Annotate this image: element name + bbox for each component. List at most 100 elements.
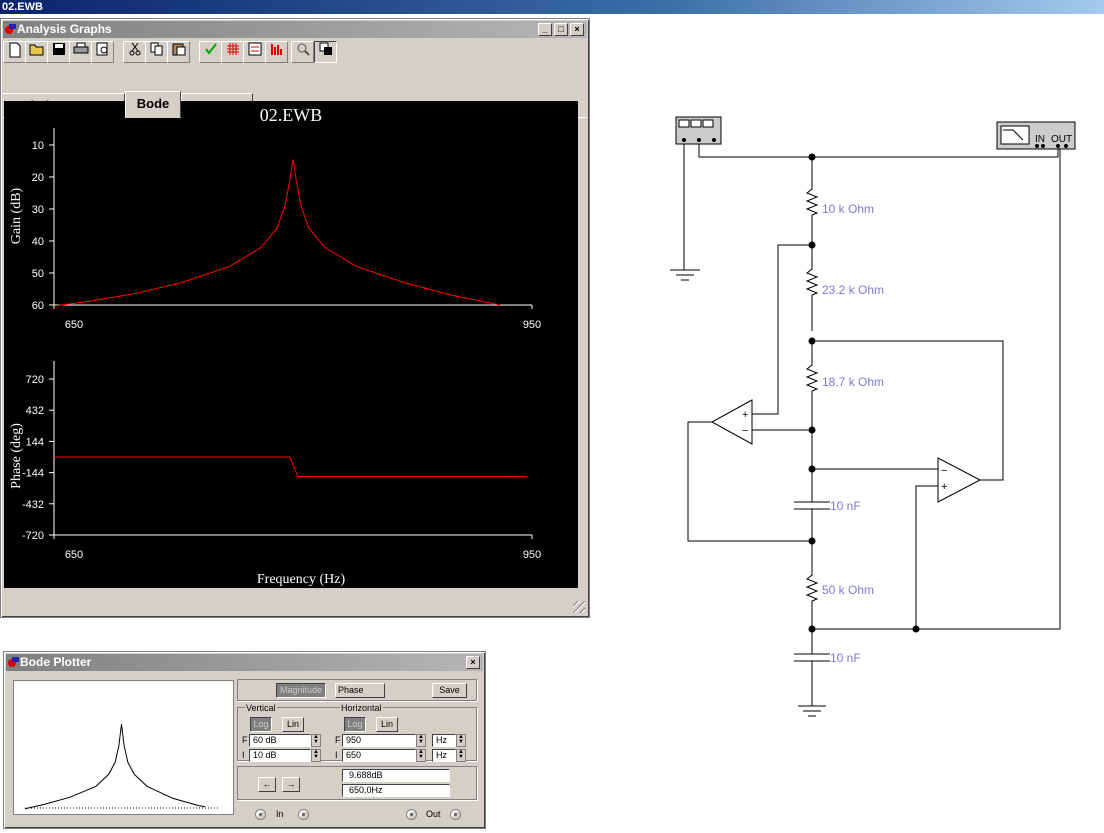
phase-y-tick-label: 720 <box>26 374 44 386</box>
wire <box>812 149 1061 630</box>
frequency-axis-label: Frequency (Hz) <box>257 572 346 587</box>
vertical-initial-field[interactable]: 10 dB <box>249 749 311 762</box>
copy-icon[interactable] <box>145 41 168 63</box>
gain-y-tick-label: 30 <box>32 204 44 216</box>
vertical-final-label: F <box>242 735 248 745</box>
mode-group <box>237 679 477 701</box>
horizontal-initial-spinner[interactable]: ▲▼ <box>416 749 426 762</box>
in-terminal-minus[interactable] <box>298 809 309 820</box>
print-preview-icon[interactable] <box>91 41 114 63</box>
vertical-final-field[interactable]: 60 dB <box>249 734 311 747</box>
toggle-grid-icon[interactable] <box>221 41 244 63</box>
vertical-final-spinner[interactable]: ▲▼ <box>311 734 321 747</box>
function-generator[interactable] <box>675 116 722 145</box>
horizontal-final-spinner[interactable]: ▲▼ <box>416 734 426 747</box>
cut-icon[interactable] <box>123 41 146 63</box>
vertical-initial-label: I <box>242 750 245 760</box>
phase-y-tick-label: -432 <box>22 499 44 511</box>
magnitude-button[interactable]: Magnitude <box>276 683 326 698</box>
reverse-colors-icon[interactable] <box>314 41 337 63</box>
phase-y-tick-label: -144 <box>22 468 44 480</box>
phase-axis-label: Phase (deg) <box>9 423 24 489</box>
horizontal-initial-unit-spinner[interactable]: ▲▼ <box>456 749 466 762</box>
save-button[interactable]: Save <box>432 683 467 698</box>
horizontal-initial-unit[interactable]: Hz <box>432 749 456 762</box>
phase-plot: Phase (deg) Frequency (Hz) 720432144-144… <box>9 361 541 587</box>
wire <box>812 340 1004 481</box>
phase-x-tick-label: 950 <box>523 549 541 561</box>
analysis-graphs-window: Analysis Graphs _ □ × Statistics [Analog… <box>0 18 590 618</box>
horizontal-final-label: F <box>335 735 341 745</box>
phase-trace <box>54 456 528 477</box>
tab-bode[interactable]: Bode <box>125 91 181 118</box>
gain-y-tick-label: 60 <box>32 300 44 312</box>
capacitor-10nF-1[interactable] <box>794 430 830 541</box>
vertical-log-button[interactable]: Log <box>250 717 272 732</box>
bode-plotter-titlebar[interactable]: Bode Plotter × <box>6 654 483 671</box>
vertical-initial-spinner[interactable]: ▲▼ <box>311 749 321 762</box>
phase-y-tick-label: -720 <box>22 530 44 542</box>
maximize-button[interactable]: □ <box>554 23 568 36</box>
label-10k-ohm: 10 k Ohm <box>822 202 874 216</box>
gain-axis-label: Gain (dB) <box>9 187 24 244</box>
wire <box>687 421 812 542</box>
phase-y-tick-label: 144 <box>26 436 44 448</box>
resistor-23k2[interactable] <box>805 245 819 331</box>
gain-y-tick-label: 40 <box>32 236 44 248</box>
horizontal-initial-field[interactable]: 650 <box>342 749 416 762</box>
zoom-icon[interactable] <box>291 41 314 63</box>
resistor-50k[interactable] <box>805 541 819 629</box>
cursor-left-button[interactable]: ← <box>258 777 276 792</box>
plotter-curve <box>24 723 206 810</box>
horizontal-final-unit-spinner[interactable]: ▲▼ <box>456 734 466 747</box>
resistor-10k[interactable] <box>805 157 819 247</box>
resistor-18k7[interactable] <box>805 341 819 447</box>
opamp-2[interactable] <box>937 457 982 503</box>
label-50k-ohm: 50 k Ohm <box>822 583 874 597</box>
out-terminal-plus[interactable] <box>406 809 417 820</box>
out-terminal-minus[interactable] <box>450 809 461 820</box>
wire <box>915 485 938 629</box>
close-button[interactable]: × <box>570 23 584 36</box>
cursor-right-button[interactable]: → <box>282 777 300 792</box>
paste-icon[interactable] <box>167 41 190 63</box>
horizontal-final-unit[interactable]: Hz <box>432 734 456 747</box>
label-10nf-1: 10 nF <box>830 499 861 513</box>
gain-y-tick-label: 50 <box>32 268 44 280</box>
out-label: Out <box>426 809 441 819</box>
vertical-lin-button[interactable]: Lin <box>282 717 304 732</box>
toggle-legend-icon[interactable] <box>243 41 266 63</box>
readout-group <box>237 766 477 800</box>
wire <box>810 149 1059 158</box>
open-folder-icon[interactable] <box>25 41 48 63</box>
label-23k2-ohm: 23.2 k Ohm <box>822 283 884 297</box>
opamp-1-minus: − <box>742 425 748 437</box>
opamp-1[interactable] <box>710 399 753 445</box>
capacitor-10nF-2[interactable] <box>794 629 830 717</box>
horizontal-lin-button[interactable]: Lin <box>376 717 398 732</box>
plotter-display <box>13 680 234 815</box>
minimize-button[interactable]: _ <box>538 23 552 36</box>
horizontal-initial-label: I <box>335 750 338 760</box>
app-titlebar: 02.EWB <box>0 0 1104 14</box>
phase-button[interactable]: Phase <box>335 683 385 698</box>
horizontal-final-field[interactable]: 950 <box>342 734 416 747</box>
chart-properties-icon[interactable] <box>265 41 288 63</box>
app-logo-icon <box>8 657 19 667</box>
gain-trace <box>53 159 501 307</box>
bode-plotter-instrument[interactable] <box>996 121 1076 150</box>
analysis-window-titlebar[interactable]: Analysis Graphs _ □ × <box>3 21 587 38</box>
close-button[interactable]: × <box>466 656 480 669</box>
save-disk-icon[interactable] <box>47 41 70 63</box>
in-label: In <box>276 809 284 819</box>
resize-grip[interactable] <box>573 601 585 613</box>
toggle-cursors-icon[interactable] <box>199 41 222 63</box>
horizontal-log-button[interactable]: Log <box>344 717 366 732</box>
in-terminal-plus[interactable] <box>255 809 266 820</box>
new-file-icon[interactable] <box>3 41 26 63</box>
label-10nf-2: 10 nF <box>830 651 861 665</box>
print-icon[interactable] <box>69 41 92 63</box>
ground-symbol <box>670 269 700 281</box>
